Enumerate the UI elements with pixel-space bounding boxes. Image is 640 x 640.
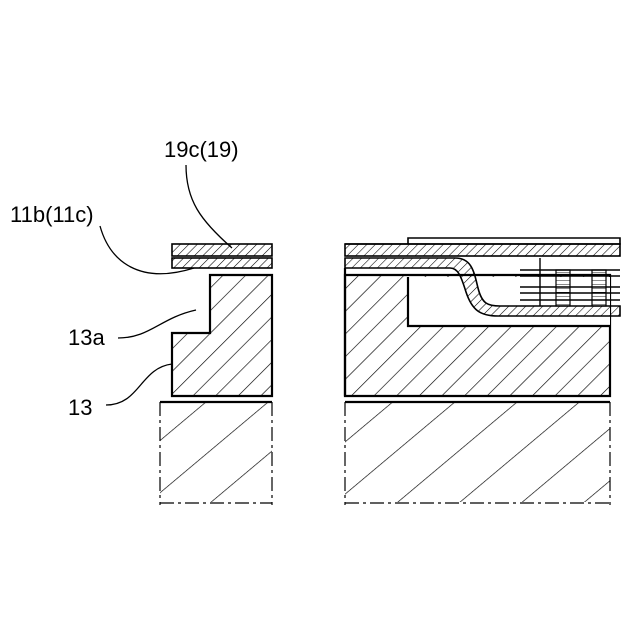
layer-11b-left	[172, 258, 272, 268]
label-13a: 13a	[68, 325, 105, 350]
substrate-right-section	[345, 402, 610, 505]
layer-19c-left	[172, 244, 272, 256]
block-13-left	[172, 275, 272, 396]
layer-19c-right	[345, 238, 620, 256]
label-19c: 19c(19)	[164, 137, 239, 162]
label-11b: 11b(11c)	[10, 202, 94, 227]
label-13: 13	[68, 395, 92, 420]
leader-13	[106, 364, 172, 405]
leader-19c	[186, 165, 232, 248]
substrate-left-section	[160, 402, 272, 505]
